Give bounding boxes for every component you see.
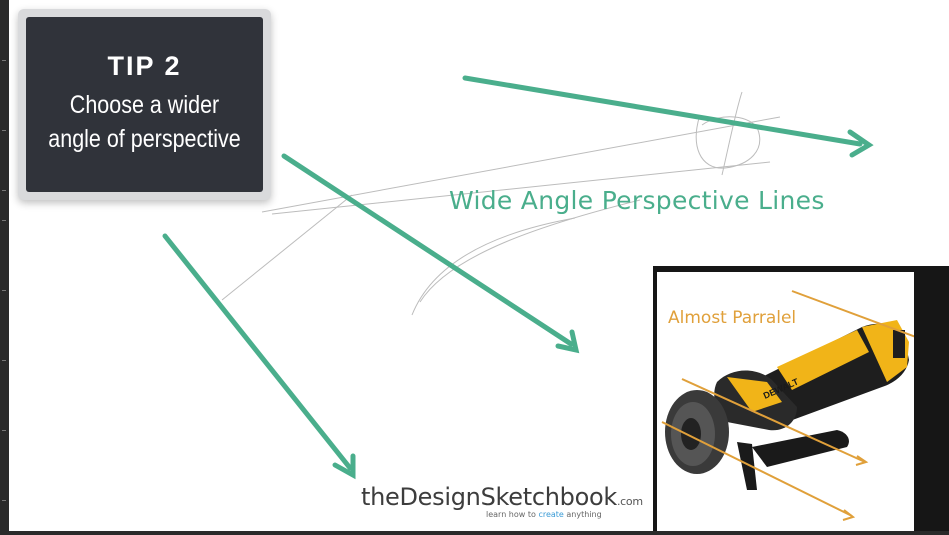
tagline-post: anything (566, 510, 602, 519)
tool-photo: DEWALT Almost Parralel (657, 272, 914, 533)
tagline-pre: learn how to (486, 510, 536, 519)
tip-title: TIP 2 (107, 51, 182, 81)
left-edge-strip (0, 0, 9, 535)
arrow-center (281, 153, 574, 347)
tip-card: TIP 2 Choose a wider angle of perspectiv… (18, 9, 271, 200)
logo-domain: .com (616, 495, 643, 508)
angle-grinder-illustration: DEWALT (661, 290, 914, 521)
tagline-highlight: create (538, 510, 564, 519)
logo-design: Design (399, 483, 481, 511)
tool-photo-panel: DEWALT Almost Parralel (653, 266, 949, 535)
orange-arrows (661, 290, 914, 521)
arrow-bottom-left (162, 233, 353, 471)
logo-the: the (361, 483, 400, 511)
site-logo: theDesignSketchbook.com (361, 483, 643, 511)
logo-sketchbook: Sketchbook (480, 483, 618, 511)
tip-line-2: angle of perspective (48, 125, 241, 153)
angle-grinder: DEWALT (665, 320, 909, 490)
almost-parallel-label: Almost Parralel (668, 308, 797, 328)
green-arrows (162, 75, 874, 480)
tip-line-1: Choose a wider (69, 91, 220, 119)
logo-tagline: learn how to create anything (486, 510, 602, 519)
tip-card-inner: TIP 2 Choose a wider angle of perspectiv… (26, 17, 263, 192)
perspective-heading: Wide Angle Perspective Lines (449, 186, 825, 215)
bottom-edge-strip (0, 531, 949, 535)
arrow-top-right (462, 75, 863, 147)
